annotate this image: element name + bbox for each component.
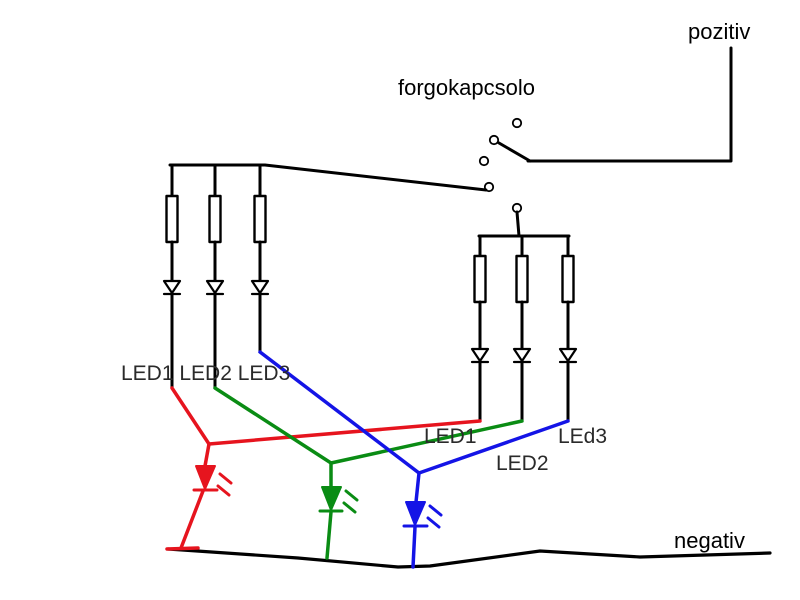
blue-wire-left: [258, 350, 421, 475]
diode-right-1: [470, 347, 490, 363]
green-wire-left: [213, 386, 333, 465]
left-branch-3: [250, 163, 270, 354]
red-wire-ground: [179, 489, 205, 550]
right-led3-label: LEd3: [558, 425, 607, 448]
right-led2-label: LED2: [496, 452, 549, 475]
positive-feed-wire: [526, 46, 733, 163]
rotary-switch-label: forgokapcsolo: [398, 75, 535, 100]
diode-left-1: [162, 279, 182, 295]
right-led1-label: LED1: [424, 425, 477, 448]
blue-wire-ground: [411, 525, 417, 569]
led-green-ray-2: [342, 501, 357, 514]
green-wire-ground: [325, 510, 333, 560]
left-branch-1: [162, 163, 182, 390]
switch-contact-3: [478, 155, 490, 167]
resistor-left-3: [253, 194, 267, 244]
led-red-ray-1: [218, 472, 233, 485]
left-branch-2: [205, 163, 225, 390]
led3-blue-circuit: [258, 350, 570, 569]
resistor-right-3: [561, 254, 575, 304]
led1-red-circuit: [165, 386, 482, 551]
resistor-left-2: [208, 194, 222, 244]
red-wire-drop: [203, 442, 211, 468]
right-branch-1: [470, 234, 490, 423]
red-wire-left: [170, 386, 211, 446]
led2-green-circuit: [213, 386, 524, 560]
led-green-ray-1: [344, 489, 359, 502]
resistor-right-1: [473, 254, 487, 304]
black-wiring: [162, 46, 772, 569]
led-blue-ray-1: [428, 504, 443, 517]
green-wire-right: [329, 419, 524, 465]
diode-left-2: [205, 279, 225, 295]
red-wire-right: [207, 419, 482, 446]
blue-wire-right: [417, 419, 570, 475]
right-branch-2: [512, 234, 532, 423]
blue-wire-drop: [414, 471, 421, 504]
led-red-symbol: [195, 465, 216, 490]
led-green-symbol: [321, 486, 342, 511]
right-branch-3: [558, 234, 578, 423]
switch-contact-1: [511, 117, 523, 129]
negative-rail-wire: [166, 547, 772, 569]
diode-right-2: [512, 347, 532, 363]
resistor-left-1: [165, 194, 179, 244]
right-branch-feed-wire: [515, 210, 521, 238]
led-blue-ray-2: [426, 516, 441, 529]
red-wire-ground-tail: [165, 546, 200, 551]
negative-label: negativ: [674, 528, 745, 553]
left-branch-feed-wire: [168, 163, 488, 192]
left-group-leds-label: LED1 LED2 LED3: [121, 362, 290, 385]
diode-right-3: [558, 347, 578, 363]
switch-contact-2: [488, 134, 500, 146]
rotary-switch: [478, 117, 532, 214]
positive-label: pozitiv: [688, 19, 750, 44]
led-blue-symbol: [405, 501, 426, 526]
diode-left-3: [250, 279, 270, 295]
led-red-ray-2: [216, 484, 231, 497]
resistor-right-2: [515, 254, 529, 304]
switch-wiper: [497, 141, 532, 163]
